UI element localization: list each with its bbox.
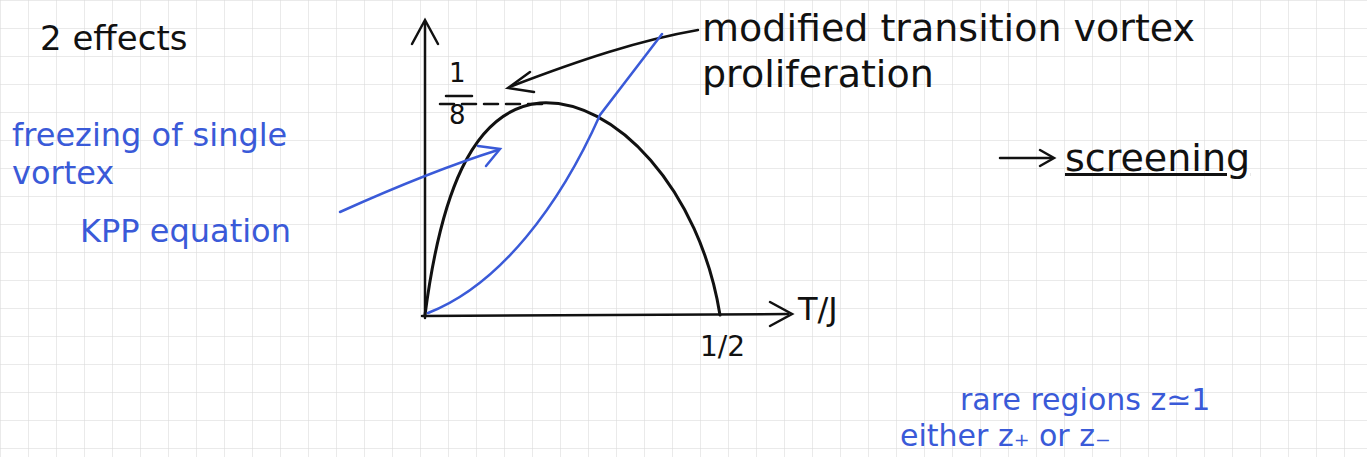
x-axis-arrowhead bbox=[770, 302, 792, 326]
axis-label: T/J bbox=[798, 290, 838, 328]
callout-note: screening bbox=[1065, 136, 1250, 182]
fraction-bar bbox=[446, 95, 472, 98]
tick-label: 1/2 bbox=[700, 330, 745, 364]
leader-arrow bbox=[512, 30, 698, 86]
fraction-numerator: 1 bbox=[449, 58, 466, 89]
margin-note: rare regions z≃1 bbox=[960, 382, 1210, 418]
transition-curve bbox=[425, 103, 720, 315]
leader-arrowhead bbox=[508, 72, 534, 92]
callout-note: modified transition vortex proliferation bbox=[702, 6, 1362, 97]
x-axis bbox=[422, 314, 788, 316]
callout-note: KPP equation bbox=[80, 212, 291, 250]
blue-leader-arrow bbox=[340, 150, 498, 212]
y-axis bbox=[424, 22, 427, 318]
y-axis-arrowhead bbox=[412, 20, 438, 44]
implies-arrow bbox=[1000, 157, 1052, 160]
blue-leader-arrowhead bbox=[478, 146, 500, 166]
heading-note: 2 effects bbox=[40, 18, 187, 59]
fraction-denominator: 8 bbox=[449, 100, 466, 131]
freezing-curve bbox=[428, 34, 662, 313]
callout-note: freezing of single vortex bbox=[12, 116, 347, 193]
implies-arrowhead bbox=[1040, 150, 1054, 166]
margin-note: either z₊ or z₋ bbox=[900, 418, 1111, 454]
